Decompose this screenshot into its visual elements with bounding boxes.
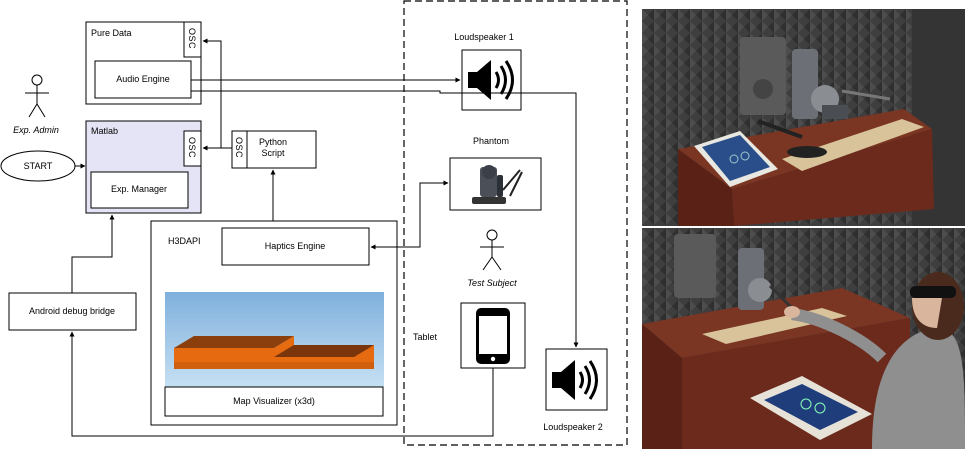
exp-manager-label: Exp. Manager (111, 184, 167, 194)
audio-to-loudspeaker-2-arrow (191, 90, 579, 348)
phantom-haptic-device-icon (472, 165, 523, 204)
test-subject-stick-figure-icon (480, 229, 504, 271)
python-to-puredata-arrow (202, 38, 222, 148)
h3dapi-title: H3DAPI (168, 236, 201, 246)
map-visualizer-label: Map Visualizer (x3d) (233, 396, 315, 406)
loudspeaker-1-speaker-icon (468, 60, 514, 100)
haptics-phantom-bidirectional-arrow (370, 180, 449, 250)
matlab-title: Matlab (91, 126, 118, 136)
matlab-osc-port (183, 130, 202, 167)
audio-engine-box (94, 60, 192, 99)
phantom-label: Phantom (473, 136, 509, 146)
pure-data-osc-label: O S C (187, 28, 197, 49)
python-script-group: O S C Python Script (231, 130, 317, 169)
python-osc-port (231, 130, 248, 169)
python-osc-label: O S C (234, 137, 244, 158)
loudspeaker-2-speaker-icon (552, 360, 598, 400)
loudspeaker-2-label: Loudspeaker 2 (543, 422, 603, 432)
pure-data-osc-port (183, 21, 202, 58)
python-script-line1: Python (259, 137, 287, 147)
exp-admin-label: Exp. Admin (13, 125, 59, 135)
adb-to-matlab-arrow (71, 214, 115, 293)
tablet-smartphone-icon (476, 308, 510, 364)
haptics-engine-label: Haptics Engine (265, 241, 326, 251)
pure-data-group: Pure Data O S C Audio Engine (85, 21, 202, 105)
photo-experiment-setup (642, 9, 965, 226)
loudspeaker-1-label: Loudspeaker 1 (454, 32, 514, 42)
system-architecture-diagram: Pure Data O S C Audio Engine Exp. Admin … (0, 0, 628, 446)
matlab-group: Matlab O S C Exp. Manager (85, 120, 202, 214)
map-3d-model (174, 336, 374, 369)
h3dapi-group: H3DAPI Haptics Engine Map Visualizer (x3… (150, 220, 398, 426)
android-debug-bridge-box (8, 292, 137, 331)
audio-engine-label: Audio Engine (116, 74, 170, 84)
pure-data-title: Pure Data (91, 28, 132, 38)
test-subject-label: Test Subject (467, 278, 517, 288)
start-label: START (24, 161, 53, 171)
android-debug-bridge-label: Android debug bridge (29, 306, 115, 316)
exp-manager-box (90, 171, 189, 209)
haptics-engine-box (221, 227, 370, 266)
python-script-line2: Script (261, 148, 285, 158)
matlab-osc-label: O S C (187, 137, 197, 158)
map-visualizer-box (164, 386, 384, 417)
tablet-label: Tablet (413, 332, 438, 342)
tablet-to-adb-arrow (69, 331, 494, 437)
exp-admin-stick-figure-icon (25, 74, 49, 118)
photo-test-subject-at-setup (642, 228, 965, 449)
